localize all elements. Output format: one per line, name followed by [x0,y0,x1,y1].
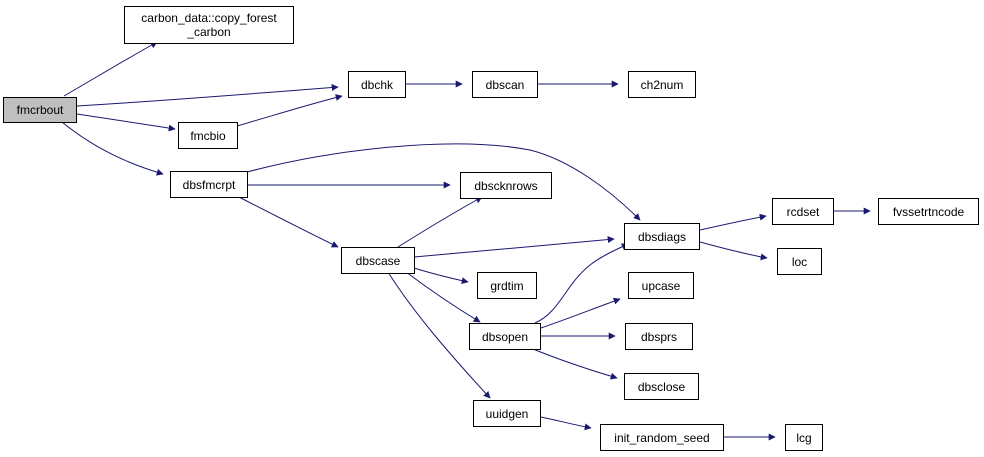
node-label-dbsdiags: dbsdiags [637,229,687,244]
edge-fmcrbout-fmcbio [76,113,176,132]
node-loc[interactable]: loc [777,248,822,275]
node-label-dbscknrows: dbscknrows [474,178,538,193]
node-dbsprs[interactable]: dbsprs [625,323,693,350]
node-fvssetrtncode[interactable]: fvssetrtncode [878,198,979,225]
edge-dbscase-dbsdiags [413,236,615,258]
edge-dbsfmcrpt-dbscase [236,195,339,248]
edge-dbscase-grdtim [413,267,469,285]
node-fmcbio[interactable]: fmcbio [178,122,238,149]
edge-fmcrbout-dbchk [76,84,339,107]
node-label-uuidgen: uuidgen [485,406,529,421]
node-label-dbsopen: dbsopen [481,329,529,344]
edge-dbsdiags-loc [699,241,768,261]
node-dbchk[interactable]: dbchk [348,71,406,98]
node-lcg[interactable]: lcg [785,424,823,451]
node-label-upcase: upcase [641,278,681,293]
node-dbsclose[interactable]: dbsclose [624,373,699,400]
node-label-copy-forest-carbon: carbon_data::copy_forest _carbon [141,11,277,39]
node-upcase[interactable]: upcase [628,272,694,299]
node-label-lcg: lcg [796,430,812,445]
node-dbscknrows[interactable]: dbscknrows [460,172,552,199]
node-ch2num[interactable]: ch2num [628,71,696,98]
node-copy-forest-carbon[interactable]: carbon_data::copy_forest _carbon [124,6,294,44]
node-label-dbsclose: dbsclose [637,379,686,394]
node-grdtim[interactable]: grdtim [477,272,537,299]
node-dbsdiags[interactable]: dbsdiags [624,223,700,250]
edge-dbsfmcrpt-dbsdiags [246,143,641,221]
edge-dbsopen-upcase [540,297,621,329]
node-dbscase[interactable]: dbscase [341,247,415,274]
node-dbscan[interactable]: dbscan [472,71,538,98]
edge-dbscase-uuidgen [387,271,491,399]
node-dbsopen[interactable]: dbsopen [469,323,541,350]
node-label-rcdset: rcdset [786,204,820,219]
edge-dbsdiags-rcdset [699,213,767,231]
edge-fmcbio-dbchk [236,94,343,127]
node-label-loc: loc [791,254,808,269]
edge-dbsopen-dbsclose [532,348,618,380]
node-label-dbchk: dbchk [360,77,394,92]
node-rcdset[interactable]: rcdset [772,198,834,225]
edge-uuidgen-init-random-seed [540,416,592,431]
node-init-random-seed[interactable]: init_random_seed [600,424,724,451]
node-label-grdtim: grdtim [490,278,524,293]
edge-fmcrbout-copy-forest-carbon [63,41,158,97]
node-label-fmcrbout: fmcrbout [16,103,64,117]
node-dbsfmcrpt[interactable]: dbsfmcrpt [170,171,248,198]
node-label-ch2num: ch2num [640,77,684,92]
node-label-dbscan: dbscan [485,77,525,92]
edge-dbsopen-dbsdiags [534,243,629,324]
node-label-fvssetrtncode: fvssetrtncode [892,204,965,219]
node-uuidgen[interactable]: uuidgen [473,400,541,427]
node-label-dbsprs: dbsprs [640,329,678,344]
node-fmcrbout: fmcrbout [3,97,77,123]
edge-dbscase-dbscknrows [397,196,483,248]
node-label-fmcbio: fmcbio [190,128,226,143]
node-label-dbscase: dbscase [355,253,401,268]
node-label-dbsfmcrpt: dbsfmcrpt [182,177,236,192]
node-label-init-random-seed: init_random_seed [614,430,710,445]
edge-dbscase-dbsopen [405,271,481,323]
edge-fmcrbout-dbsfmcrpt [61,121,164,176]
